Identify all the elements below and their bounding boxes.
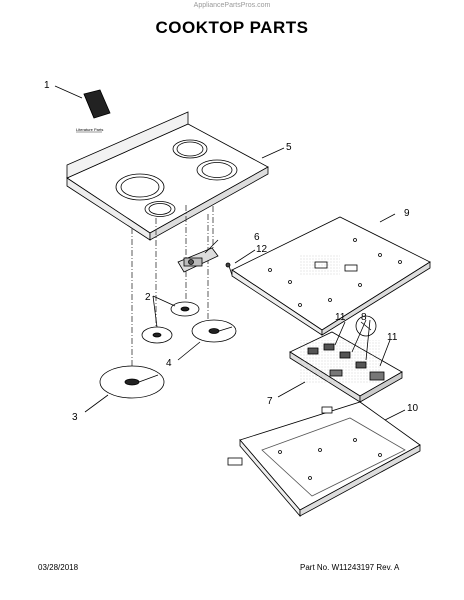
surface-element-small-b bbox=[141, 326, 173, 344]
control-bracket-part bbox=[177, 247, 219, 273]
callout-1: 1 bbox=[44, 80, 50, 91]
callout-10: 10 bbox=[407, 403, 419, 414]
surface-element-medium bbox=[191, 319, 237, 343]
footer-part-number: Part No. W11243197 Rev. A bbox=[300, 563, 400, 572]
footer-date: 03/28/2018 bbox=[38, 563, 79, 572]
cooktop-top-part bbox=[66, 111, 269, 241]
callout-9: 9 bbox=[404, 208, 410, 219]
screw-part bbox=[225, 262, 233, 276]
callout-12: 12 bbox=[256, 244, 268, 255]
surface-element-small-a bbox=[170, 301, 200, 317]
callout-11-left: 11 bbox=[335, 312, 346, 323]
callout-7: 7 bbox=[267, 396, 273, 407]
support-plate-part bbox=[231, 216, 431, 336]
bottom-tray-part bbox=[227, 401, 421, 518]
control-board-housing-part bbox=[289, 331, 403, 403]
surface-element-large bbox=[99, 365, 165, 399]
callout-6: 6 bbox=[254, 232, 260, 243]
assembly-leader-lines bbox=[131, 205, 214, 370]
watermark: AppliancePartsPros.com bbox=[193, 2, 271, 9]
callout-4: 4 bbox=[166, 358, 172, 369]
literature-label: Literature Parts bbox=[76, 127, 103, 132]
page-title: COOKTOP PARTS bbox=[155, 18, 309, 37]
callout-11-right: 11 bbox=[387, 332, 398, 343]
literature-booklet-part bbox=[83, 89, 111, 119]
callout-2: 2 bbox=[145, 292, 151, 303]
callout-arrows bbox=[54, 85, 406, 421]
callout-3: 3 bbox=[72, 412, 78, 423]
callout-5: 5 bbox=[286, 142, 292, 153]
callout-8: 8 bbox=[361, 312, 367, 323]
